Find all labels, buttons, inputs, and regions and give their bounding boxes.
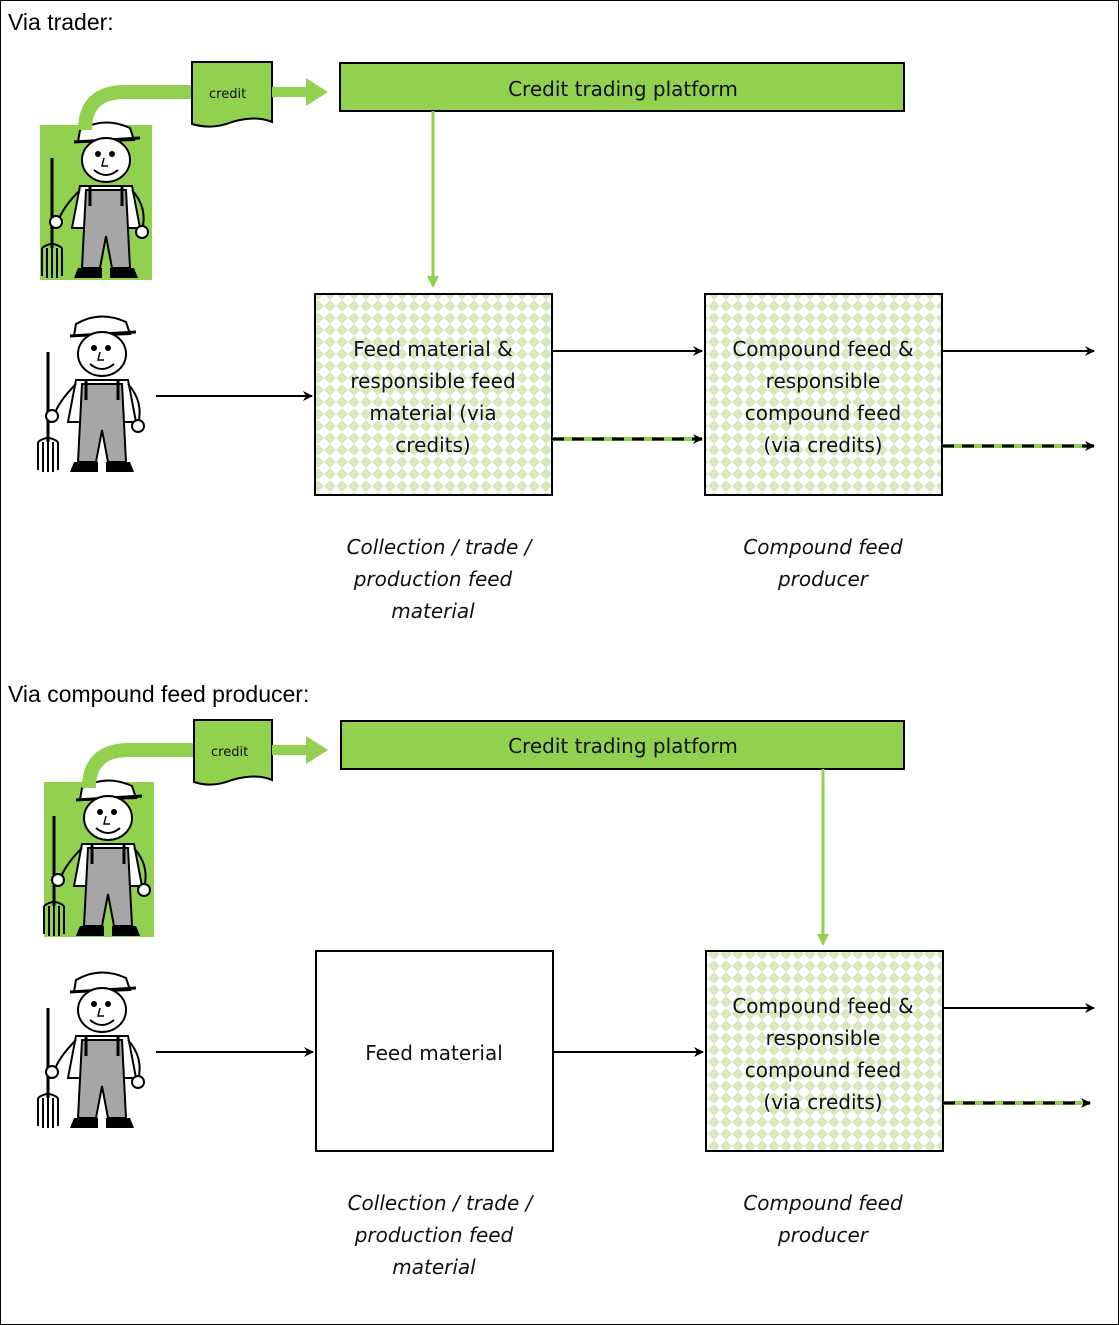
box-text-line: Feed material [365,1041,503,1065]
box-text-line: (via credits) [763,1090,882,1114]
caption-line: production feed [353,567,513,591]
caption-line: Collection / trade / [348,1191,535,1215]
compound-feed-box [704,293,943,496]
caption-line: producer [777,1223,870,1247]
box-text-line: (via credits) [763,433,882,457]
section-title: Via trader: [8,9,114,35]
credit-label: credit [211,745,248,760]
box-text-line: compound feed [745,1058,901,1082]
credit-document-icon [191,61,273,128]
box-text-line: Feed material & [353,337,513,361]
box-text-line: compound feed [745,401,901,425]
section-title: Via compound feed producer: [8,681,309,707]
caption-line: Compound feed [743,1191,903,1215]
caption-line: material [392,1255,476,1279]
compound-feed-box [705,950,944,1152]
credit-trading-platform [339,62,905,112]
credit-flow-arrow [82,743,195,789]
caption-line: Collection / trade / [347,535,534,559]
box-text-line: Compound feed & [732,337,913,361]
platform-label: Credit trading platform [508,734,738,758]
caption-line: production feed [354,1223,514,1247]
caption-line: producer [777,567,870,591]
box-text-line: material (via [369,401,496,425]
farmer-icon [36,970,146,1130]
credit-document-icon [193,719,273,786]
box-text-line: responsible [766,1026,881,1050]
box-text-line: responsible feed [350,369,515,393]
farmer-icon [36,314,146,474]
feed-material-box [315,950,554,1152]
caption-line: material [391,599,475,623]
feed-material-box [314,293,553,496]
box-text-line: responsible [766,369,881,393]
caption-line: Compound feed [743,535,903,559]
box-text-line: Compound feed & [732,994,913,1018]
platform-label: Credit trading platform [508,77,738,101]
credit-label: credit [209,87,246,102]
credit-trading-platform [340,720,905,770]
box-text-line: credits) [395,433,470,457]
credit-flow-arrow [78,85,193,131]
